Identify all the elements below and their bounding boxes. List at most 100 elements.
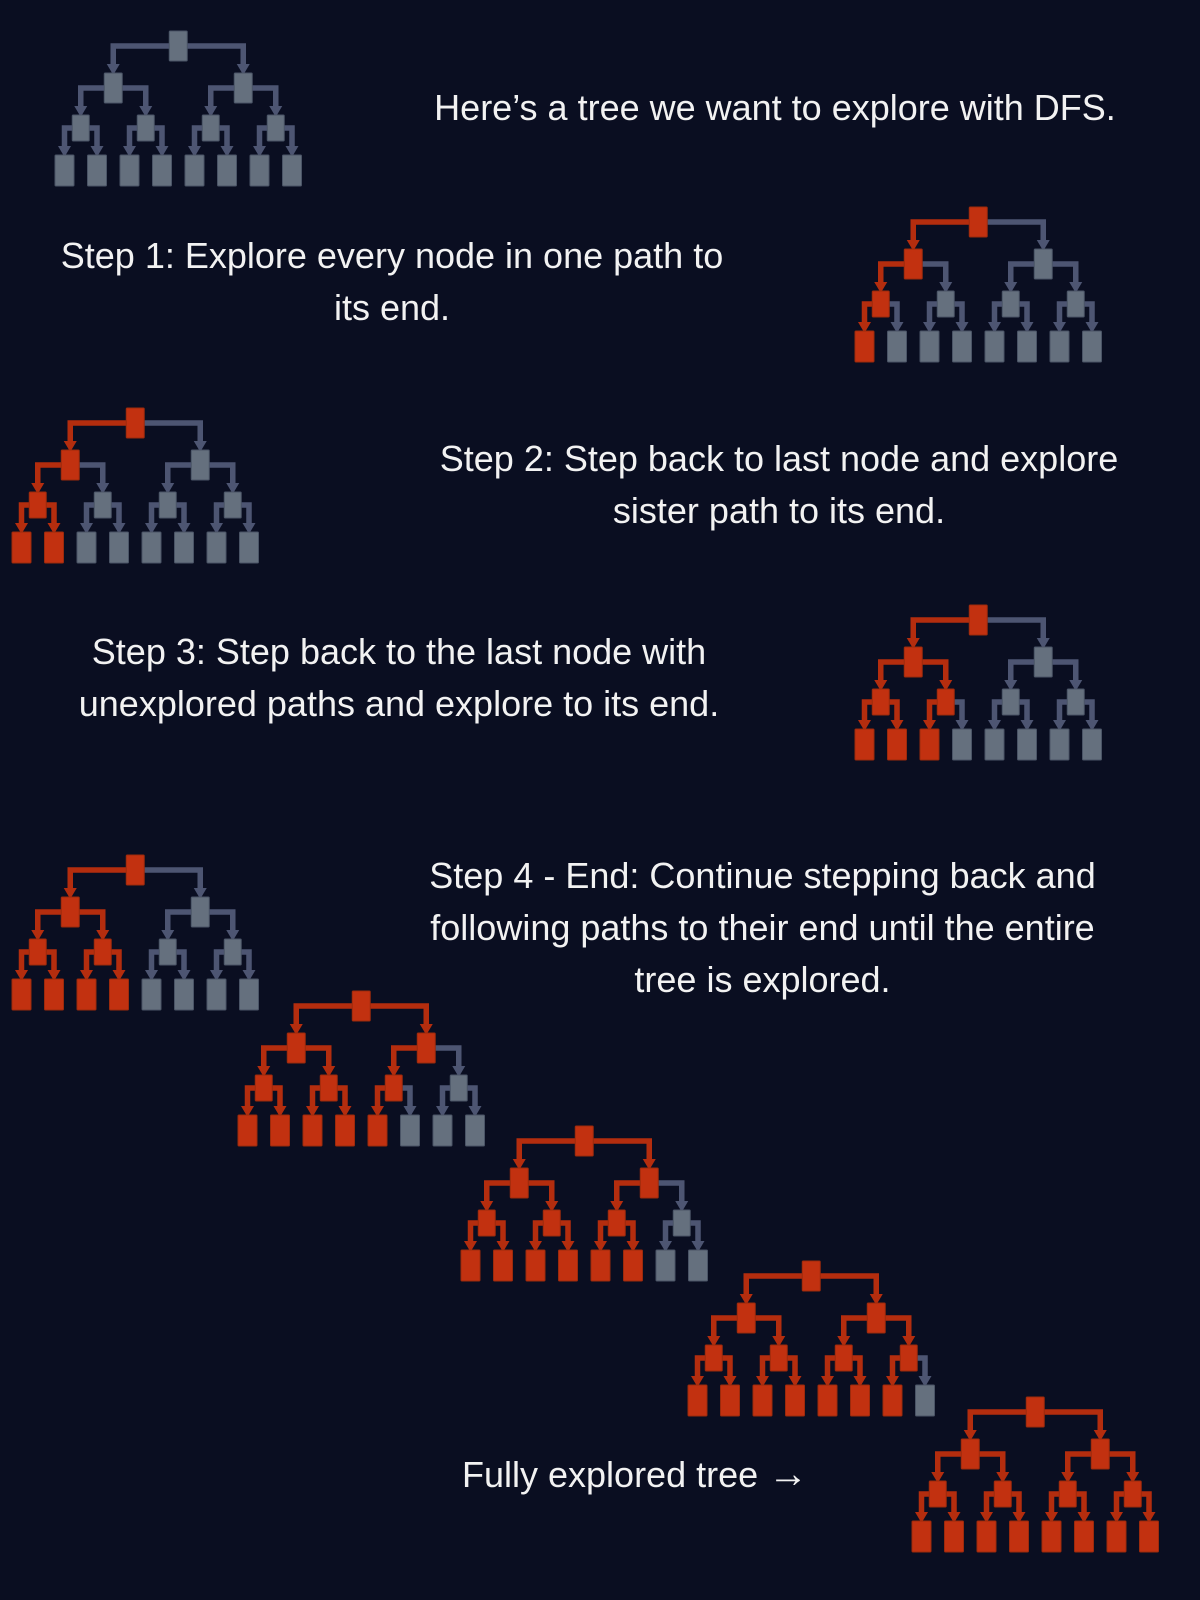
arrowhead-R-RL [387, 1066, 401, 1077]
arrowhead-L-LR [939, 282, 953, 293]
arrowhead-R-RL [204, 106, 218, 117]
node-l5 [184, 154, 205, 187]
arrowhead-LR-l3 [756, 1376, 769, 1387]
node-l7 [655, 1249, 676, 1282]
edge-L-LL [484, 1180, 520, 1203]
arrowhead-LR-l3 [923, 322, 936, 333]
arrowhead-LR-l3 [80, 523, 93, 534]
arrowhead-root-L [906, 240, 920, 251]
edge-L-LL [878, 261, 914, 284]
arrowhead-LL-l2 [890, 720, 904, 731]
node-L [903, 646, 923, 678]
caption-fully-explored-text: Fully explored tree [462, 1454, 759, 1495]
node-l6 [1017, 728, 1037, 761]
caption-step-3-line: unexplored paths and explore to its end. [78, 683, 720, 724]
node-LR [319, 1074, 338, 1102]
caption-step-4-line: tree is explored. [634, 959, 891, 1000]
arrowhead-root-L [289, 1024, 303, 1035]
node-l1 [54, 154, 75, 187]
edge-root-L [67, 867, 136, 890]
arrowhead-root-R [236, 64, 250, 75]
node-LR [936, 688, 955, 716]
caption-step-2-line: Step 2: Step back to last node and explo… [439, 438, 1119, 479]
edge-root-R [811, 1273, 879, 1296]
node-l5 [141, 978, 162, 1011]
edge-L-LL [78, 85, 114, 108]
arrowhead-RL-l5 [988, 322, 1001, 333]
edge-R-RL [165, 462, 201, 485]
arrowhead-root-L [512, 1159, 526, 1170]
arrowhead-RR-l7 [1053, 720, 1066, 731]
node-RR [899, 1344, 918, 1372]
edge-R-RL [1065, 1451, 1101, 1474]
edge-root-R [978, 219, 1046, 242]
caption-fully-explored: Fully explored tree→ [462, 1448, 808, 1501]
node-RL [1001, 290, 1020, 318]
edge-root-R [135, 420, 203, 443]
node-L [903, 248, 923, 280]
arrowhead-RR-l8 [1085, 322, 1099, 333]
node-l4 [1009, 1520, 1029, 1553]
arrowhead-R-RL [1004, 680, 1018, 691]
arrowhead-LR-l3 [980, 1512, 993, 1523]
arrowhead-LR-l4 [561, 1241, 575, 1252]
arrowhead-R-RL [837, 1336, 851, 1347]
tree-step-3 [854, 604, 1102, 761]
arrowhead-LL-l2 [723, 1376, 737, 1387]
node-l4 [952, 728, 972, 761]
arrowhead-RL-l6 [177, 523, 191, 534]
node-R [190, 896, 210, 928]
arrowhead-RL-l5 [594, 1241, 607, 1252]
edge-L-LR [296, 1045, 332, 1068]
arrowhead-root-R [193, 441, 207, 452]
arrowhead-RL-l5 [145, 970, 158, 981]
edge-R-RR [649, 1180, 685, 1203]
step-4-tree-b-svg [237, 990, 485, 1147]
node-l2 [87, 154, 107, 187]
tree-step-1 [854, 206, 1102, 363]
edge-root-R [1035, 1409, 1103, 1432]
node-l4 [152, 154, 172, 187]
arrowhead-L-LL [874, 680, 888, 691]
arrowhead-root-L [63, 888, 77, 899]
node-l6 [1017, 330, 1037, 363]
arrowhead-R-RR [1069, 282, 1083, 293]
node-RR [1123, 1480, 1142, 1508]
arrowhead-L-LR [545, 1201, 559, 1212]
node-root [801, 1260, 821, 1292]
node-LL [28, 938, 47, 966]
node-l3 [525, 1249, 546, 1282]
edge-root-L [110, 43, 179, 66]
arrowhead-root-L [906, 638, 920, 649]
node-l7 [1049, 728, 1070, 761]
node-RL [834, 1344, 853, 1372]
node-R [233, 72, 253, 104]
tree-step-2 [11, 407, 259, 564]
arrowhead-root-L [739, 1294, 753, 1305]
node-RL [201, 114, 220, 142]
edge-R-RR [1043, 261, 1079, 284]
arrowhead-LL-l1 [15, 970, 28, 981]
node-l2 [493, 1249, 513, 1282]
step-3-tree-svg [854, 604, 1102, 761]
edge-R-RR [1043, 659, 1079, 682]
edge-L-LR [913, 261, 949, 284]
arrowhead-R-RR [452, 1066, 466, 1077]
edge-root-R [178, 43, 246, 66]
arrowhead-LL-l1 [858, 322, 871, 333]
caption-step-1-line: its end. [333, 287, 451, 328]
arrowhead-RR-l7 [886, 1376, 899, 1387]
arrowhead-L-LR [939, 680, 953, 691]
edge-R-RR [243, 85, 279, 108]
node-l7 [249, 154, 270, 187]
arrowhead-LR-l4 [955, 322, 969, 333]
node-l4 [109, 531, 129, 564]
arrowhead-LR-l4 [1012, 1512, 1026, 1523]
node-l8 [1139, 1520, 1159, 1553]
caption-step-1-line: Step 1: Explore every node in one path t… [60, 235, 724, 276]
edge-root-L [516, 1138, 585, 1161]
arrowhead-root-L [106, 64, 120, 75]
node-R [1033, 248, 1053, 280]
node-l3 [919, 728, 940, 761]
node-RL [158, 938, 177, 966]
